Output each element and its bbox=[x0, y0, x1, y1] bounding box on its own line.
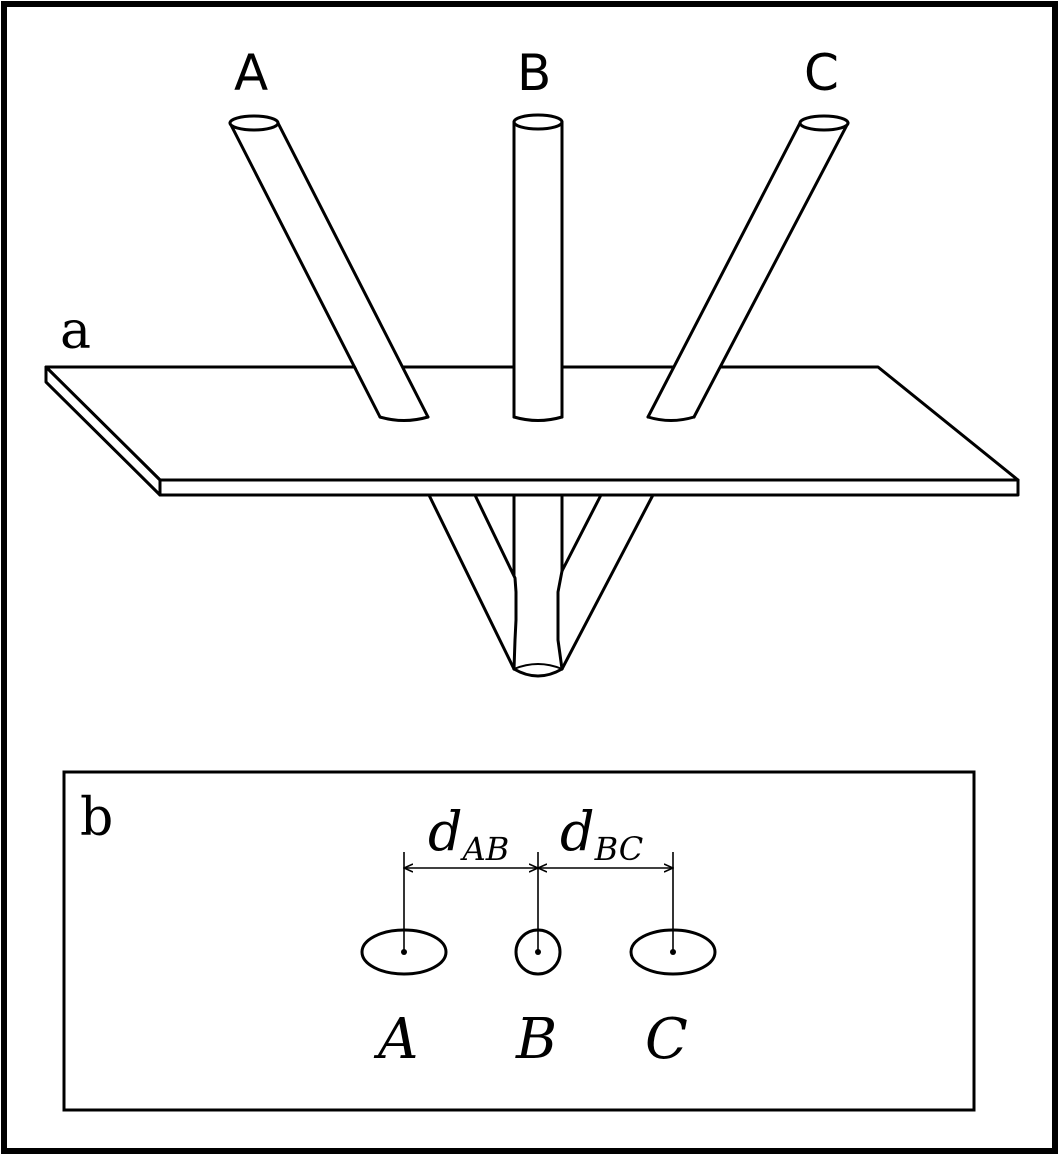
panel-a-label: a bbox=[60, 301, 91, 361]
panel-a: a A B C bbox=[44, 44, 1020, 678]
tube-label-c: C bbox=[804, 44, 839, 102]
section-a bbox=[360, 852, 448, 976]
panel-b-frame bbox=[62, 770, 976, 1112]
converging-junction bbox=[426, 491, 656, 678]
section-label-c: C bbox=[645, 1007, 688, 1072]
tube-label-b: B bbox=[517, 44, 551, 102]
section-label-a: A bbox=[373, 1007, 418, 1072]
tube-c bbox=[646, 114, 850, 422]
tube-label-a: A bbox=[234, 44, 268, 102]
panel-b-label: b bbox=[80, 788, 113, 848]
tube-b bbox=[512, 113, 564, 422]
distance-ab-label: dAB bbox=[428, 800, 509, 868]
section-label-b: B bbox=[515, 1007, 557, 1072]
section-c bbox=[629, 852, 717, 976]
distance-bc-label: dBC bbox=[560, 800, 643, 868]
tube-a bbox=[228, 114, 430, 422]
section-b bbox=[514, 852, 562, 976]
panel-b: b dAB dBC bbox=[62, 770, 976, 1112]
plate bbox=[44, 365, 1020, 497]
